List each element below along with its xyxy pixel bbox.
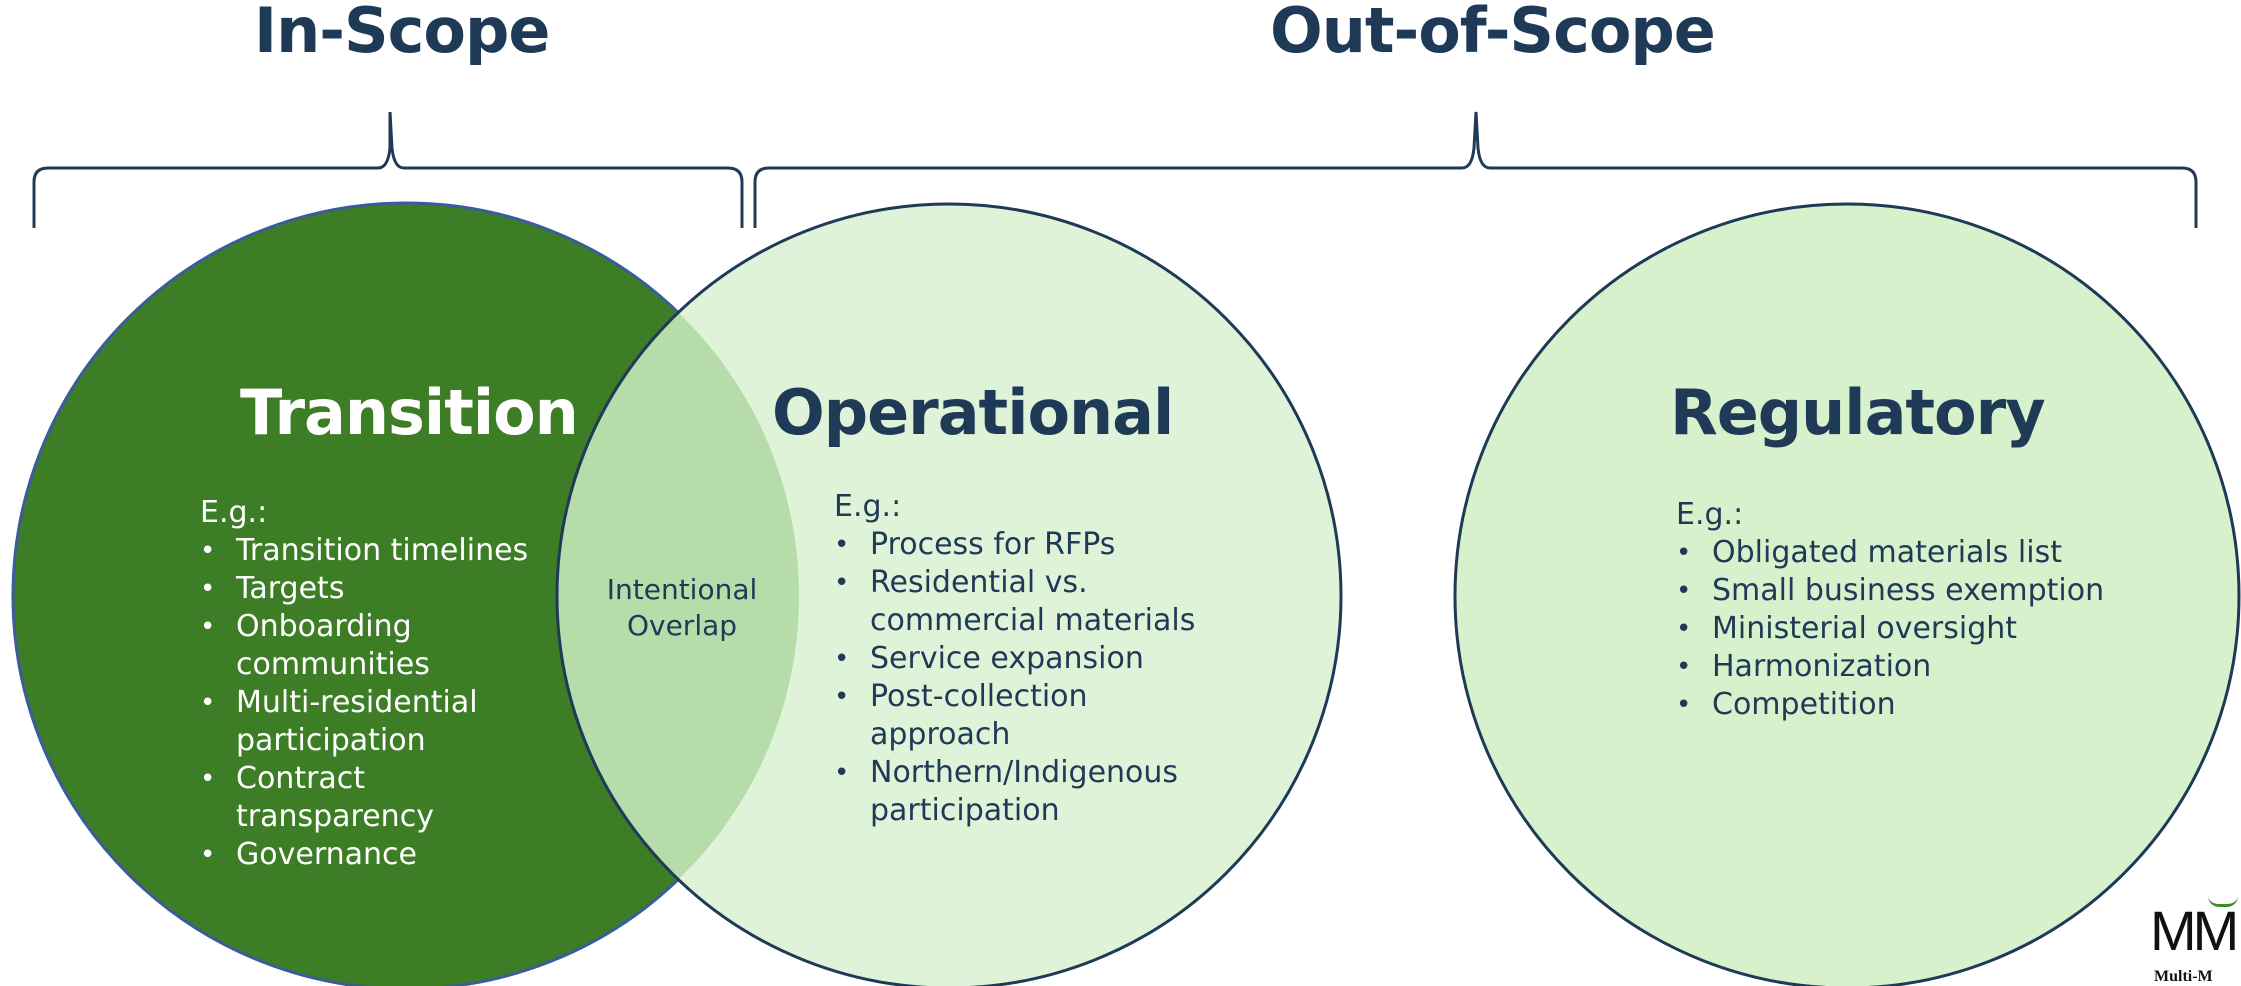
list-item: Process for RFPs	[834, 526, 1204, 564]
out-of-scope-brace	[753, 111, 2198, 228]
transition-examples: E.g.: Transition timelines Targets Onboa…	[200, 494, 540, 874]
list-item: Onboarding communities	[200, 608, 456, 684]
list-item: Ministerial oversight	[1676, 610, 2116, 648]
logo-mark: MM	[2150, 899, 2239, 962]
in-scope-brace	[32, 111, 744, 228]
list-item: Transition timelines	[200, 532, 540, 570]
list-item: Northern/Indigenous participation	[834, 754, 1210, 830]
list-item: Post-collection approach	[834, 678, 1130, 754]
regulatory-intro: E.g.:	[1676, 497, 1744, 532]
regulatory-examples: E.g.: Obligated materials list Small bus…	[1676, 496, 2116, 724]
list-item: Harmonization	[1676, 648, 2116, 686]
list-item: Service expansion	[834, 640, 1204, 678]
list-item: Multi-residential participation	[200, 684, 536, 760]
operational-list: Process for RFPs Residential vs. commerc…	[834, 526, 1204, 830]
out-of-scope-heading: Out-of-Scope	[1270, 0, 1716, 67]
operational-title: Operational	[772, 376, 1174, 449]
in-scope-heading: In-Scope	[254, 0, 550, 67]
logo-subtitle: Multi-M	[2154, 968, 2213, 985]
transition-title: Transition	[240, 376, 579, 449]
operational-outline	[555, 202, 1343, 986]
overlap-line-2: Overlap	[626, 609, 738, 642]
operational-intro: E.g.:	[834, 489, 902, 524]
list-item: Governance	[200, 836, 540, 874]
list-item: Residential vs. commercial materials	[834, 564, 1210, 640]
overlap-label: Intentional Overlap	[596, 572, 768, 644]
list-item: Contract transparency	[200, 760, 456, 836]
list-item: Targets	[200, 570, 540, 608]
logo-leaf-icon	[2208, 896, 2238, 907]
list-item: Small business exemption	[1676, 572, 2116, 610]
operational-examples: E.g.: Process for RFPs Residential vs. c…	[834, 488, 1204, 830]
list-item: Obligated materials list	[1676, 534, 2116, 572]
overlap-line-1: Intentional	[606, 573, 758, 606]
regulatory-list: Obligated materials list Small business …	[1676, 534, 2116, 724]
transition-intro: E.g.:	[200, 495, 268, 530]
list-item: Competition	[1676, 686, 2116, 724]
transition-list: Transition timelines Targets Onboarding …	[200, 532, 540, 874]
regulatory-title: Regulatory	[1670, 376, 2046, 449]
